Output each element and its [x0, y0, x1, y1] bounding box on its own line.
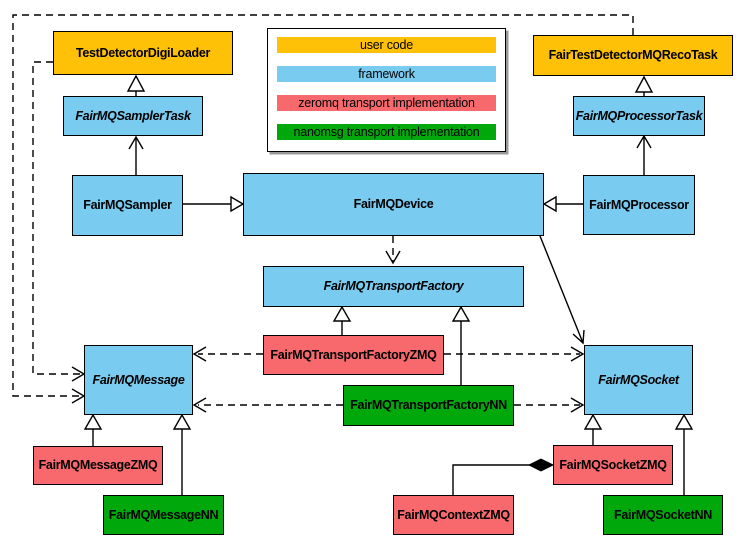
edge-comp-contextzmq-socketzmq: [452, 458, 555, 495]
legend-item-framework: framework: [277, 66, 496, 82]
edge-gen-socketnn-socket: [674, 413, 694, 495]
legend: user code framework zeromq transport imp…: [267, 28, 506, 152]
node-testdetectordigiloader: TestDetectorDigiLoader: [53, 31, 233, 75]
legend-item-user-code: user code: [277, 37, 496, 53]
edge-gen-sampler-device: [183, 195, 245, 213]
edge-gen-factorynn-factory: [451, 305, 471, 385]
edge-dep-device-factory: [385, 236, 401, 265]
edge-gen-processor-device: [542, 195, 583, 213]
node-fairmqdevice: FairMQDevice: [243, 173, 544, 236]
node-fairmqmessagezmq: FairMQMessageZMQ: [33, 446, 163, 485]
edge-gen-socketzmq-socket: [583, 413, 603, 445]
node-fairmqsampler: FairMQSampler: [72, 175, 183, 236]
node-fairmqsocket: FairMQSocket: [584, 345, 693, 415]
node-fairtestdetectormqrecotask: FairTestDetectorMQRecoTask: [533, 35, 733, 76]
edge-gen-factoryzmq-factory: [332, 305, 352, 335]
edge-gen-processortask-recotask: [634, 75, 654, 96]
edge-assoc-processor-processortask: [636, 134, 652, 175]
node-fairmqsocketzmq: FairMQSocketZMQ: [553, 445, 673, 485]
node-fairmqtransportfactory: FairMQTransportFactory: [263, 266, 524, 307]
node-fairmqsocketnn: FairMQSocketNN: [603, 495, 723, 535]
edge-assoc-device-socket: [539, 235, 585, 345]
edge-dep-factoryzmq-socket: [444, 346, 585, 362]
edge-assoc-sampler-samplertask: [128, 135, 144, 175]
node-fairmqprocessortask: FairMQProcessorTask: [573, 96, 705, 136]
node-fairmqprocessor: FairMQProcessor: [583, 175, 695, 235]
node-fairmqtransportfactoryzmq: FairMQTransportFactoryZMQ: [263, 335, 444, 375]
edge-gen-messagezmq-message: [83, 413, 103, 446]
edge-dep-factorynn-socket: [514, 397, 585, 413]
edge-dep-factoryzmq-message: [192, 346, 263, 362]
legend-item-nanomsg: nanomsg transport implementation: [277, 124, 496, 140]
edge-gen-samplertask-digiloader: [126, 74, 146, 96]
edge-gen-messagenn-message: [172, 413, 192, 495]
node-fairmqmessage: FairMQMessage: [84, 345, 193, 415]
node-fairmqtransportfactorynn: FairMQTransportFactoryNN: [343, 385, 514, 426]
node-fairmqsamplertask: FairMQSamplerTask: [63, 96, 203, 136]
edge-dep-factorynn-message: [192, 397, 343, 413]
legend-item-zeromq: zeromq transport implementation: [277, 95, 496, 111]
node-fairmqmessagenn: FairMQMessageNN: [103, 495, 224, 535]
node-fairmqcontextzmq: FairMQContextZMQ: [393, 495, 514, 535]
